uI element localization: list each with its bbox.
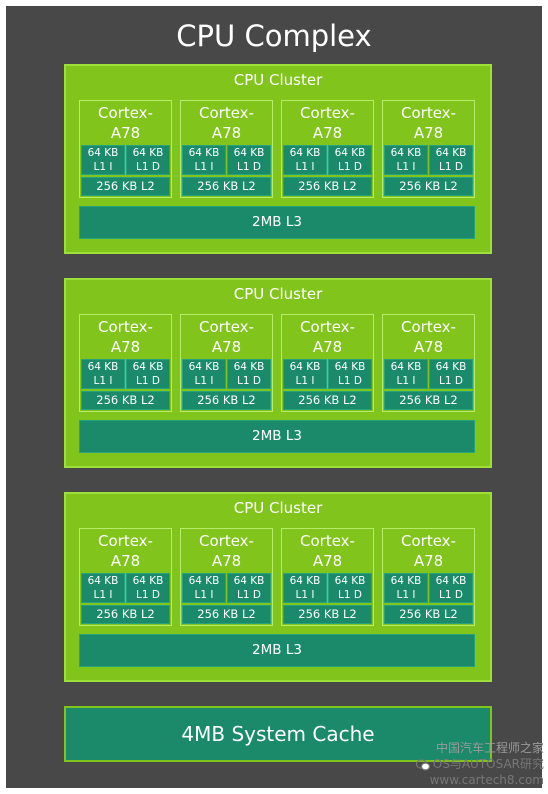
core-name: Cortex-A78 [300,104,355,142]
watermark-line3: www.cartech8.com [429,773,544,787]
core-name: Cortex-A78 [401,104,456,142]
watermark: 中国汽车工程师之家 OS与AUTOSAR研究 www.cartech8.com [394,740,544,787]
watermark-line1: 中国汽车工程师之家 [435,741,544,755]
l2-cache: 256 KB L2 [81,391,170,410]
l2-cache: 256 KB L2 [283,177,372,196]
core-name: Cortex-A78 [199,104,254,142]
l2-cache: 256 KB L2 [182,177,271,196]
system-cache: 4MB System Cache [64,706,492,762]
core-name: Cortex-A78 [199,532,254,570]
core-name: Cortex-A78 [401,532,456,570]
core-name: Cortex-A78 [401,318,456,356]
watermark-line2: OS与AUTOSAR研究 [394,756,544,772]
l2-cache: 256 KB L2 [384,391,473,410]
wechat-icon [415,758,430,770]
l2-cache: 256 KB L2 [283,391,372,410]
core-name: Cortex-A78 [98,104,153,142]
cpu-complex: CPU Complex CPU Cluster Cortex-A78 64 KB… [6,6,542,788]
core-name: Cortex-A78 [300,532,355,570]
cluster-title: CPU Cluster [233,499,323,517]
core-name: Cortex-A78 [300,318,355,356]
l2-cache: 256 KB L2 [182,605,271,624]
l2-cache: 256 KB L2 [384,177,473,196]
l3-cache: 2MB L3 [79,634,475,667]
core-name: Cortex-A78 [98,318,153,356]
cluster-title: CPU Cluster [233,71,323,89]
l2-cache: 256 KB L2 [81,605,170,624]
l2-cache: 256 KB L2 [81,177,170,196]
l3-cache: 2MB L3 [79,206,475,239]
l2-cache: 256 KB L2 [182,391,271,410]
cluster-title: CPU Cluster [233,285,323,303]
core-name: Cortex-A78 [98,532,153,570]
cpu-complex-title: CPU Complex [176,19,372,53]
l2-cache: 256 KB L2 [384,605,473,624]
l3-cache: 2MB L3 [79,420,475,453]
l2-cache: 256 KB L2 [283,605,372,624]
core-name: Cortex-A78 [199,318,254,356]
